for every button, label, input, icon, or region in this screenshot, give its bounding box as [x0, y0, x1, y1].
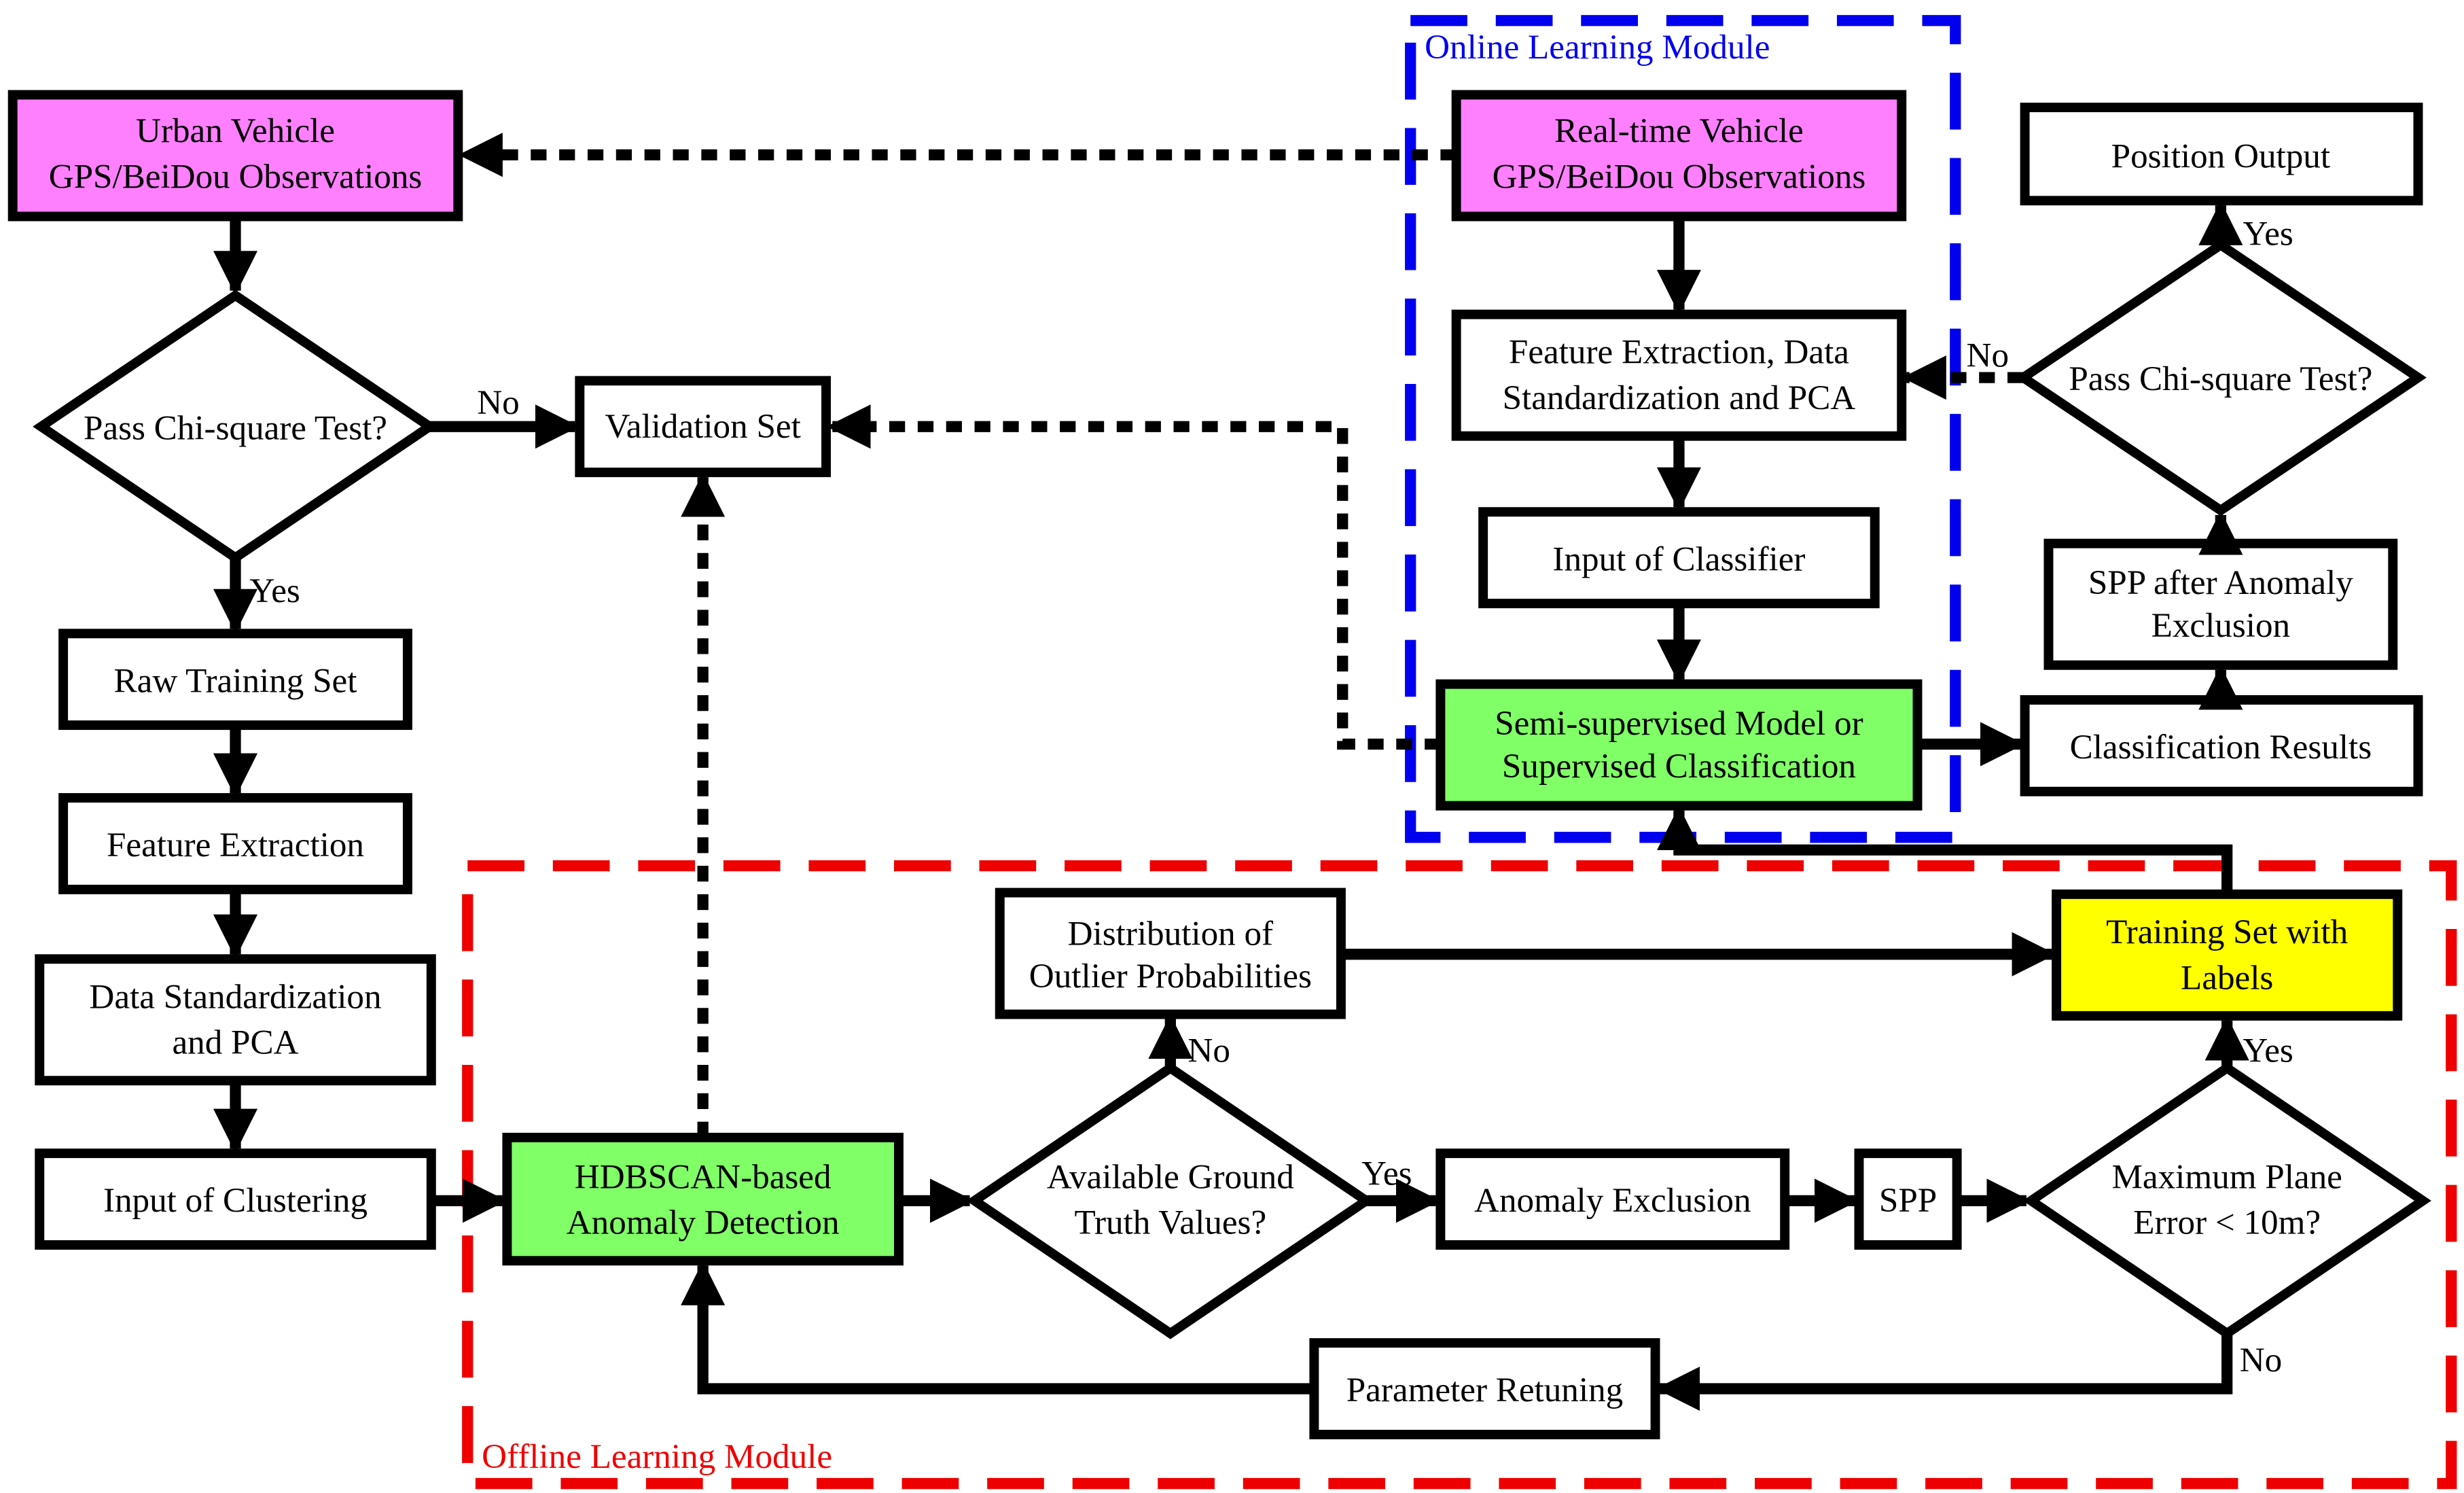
edge-semisup-to-validation	[826, 404, 1441, 750]
svg-text:Semi-supervised Model or: Semi-supervised Model or	[1495, 704, 1863, 743]
svg-text:Distribution of: Distribution of	[1068, 914, 1274, 953]
svg-text:GPS/BeiDou Observations: GPS/BeiDou Observations	[49, 158, 423, 196]
raw-training-set-box: Raw Training Set	[58, 629, 412, 731]
anomaly-exclusion-box: Anomaly Exclusion	[1435, 1148, 1790, 1250]
svg-text:Feature Extraction: Feature Extraction	[107, 826, 364, 864]
urban-observations-box: Urban Vehicle GPS/BeiDou Observations	[7, 90, 463, 222]
svg-text:Parameter Retuning: Parameter Retuning	[1346, 1371, 1623, 1409]
spp-after-exclusion-box: SPP after Anomaly Exclusion	[2043, 538, 2398, 670]
svg-text:Available Ground: Available Ground	[1047, 1157, 1294, 1196]
svg-text:HDBSCAN-based: HDBSCAN-based	[575, 1157, 832, 1196]
max-plane-error-diamond: Maximum Plane Error < 10m?	[2022, 1062, 2431, 1339]
input-of-classifier-box: Input of Classifier	[1478, 507, 1880, 609]
svg-text:Input of Clustering: Input of Clustering	[103, 1181, 368, 1220]
svg-text:Training Set with: Training Set with	[2106, 913, 2348, 951]
label-plane-yes: Yes	[2243, 1031, 2293, 1070]
svg-text:Truth Values?: Truth Values?	[1075, 1204, 1267, 1242]
svg-text:Supervised Classification: Supervised Classification	[1502, 747, 1856, 786]
label-chi-left-yes: Yes	[249, 572, 300, 610]
position-output-box: Position Output	[2020, 103, 2423, 206]
data-standardization-box: Data Standardization and PCA	[35, 954, 436, 1086]
classification-results-box: Classification Results	[2020, 695, 2423, 796]
svg-text:Urban Vehicle: Urban Vehicle	[136, 111, 335, 150]
offline-module-label: Offline Learning Module	[482, 1437, 832, 1476]
svg-text:Classification Results: Classification Results	[2070, 728, 2372, 767]
label-chi-right-no: No	[1967, 336, 2009, 374]
edge-retuning-to-hdbscan	[681, 1261, 1315, 1394]
svg-text:and PCA: and PCA	[172, 1023, 298, 1062]
svg-text:Feature Extraction, Data: Feature Extraction, Data	[1509, 333, 1849, 372]
svg-text:Outlier Probabilities: Outlier Probabilities	[1029, 957, 1312, 996]
label-ground-yes: Yes	[1361, 1155, 1412, 1193]
svg-text:Real-time Vehicle: Real-time Vehicle	[1554, 111, 1804, 150]
input-of-clustering-box: Input of Clustering	[35, 1148, 436, 1250]
label-chi-right-yes: Yes	[2243, 214, 2293, 253]
svg-text:Anomaly Detection: Anomaly Detection	[567, 1204, 840, 1242]
validation-set-box: Validation Set	[575, 376, 831, 478]
label-plane-no: No	[2240, 1341, 2282, 1380]
svg-text:Maximum Plane: Maximum Plane	[2111, 1157, 2342, 1196]
svg-text:Standardization and PCA: Standardization and PCA	[1503, 379, 1856, 417]
label-chi-left-no: No	[477, 383, 519, 422]
svg-text:Pass Chi-square Test?: Pass Chi-square Test?	[2069, 359, 2372, 398]
spp-box: SPP	[1854, 1148, 1962, 1250]
realtime-observations-box: Real-time Vehicle GPS/BeiDou Observation…	[1451, 90, 1907, 222]
svg-text:Position Output: Position Output	[2111, 137, 2330, 175]
svg-text:Exclusion: Exclusion	[2151, 606, 2290, 645]
svg-text:Labels: Labels	[2181, 958, 2273, 997]
semi-supervised-model-box: Semi-supervised Model or Supervised Clas…	[1435, 679, 1923, 811]
svg-text:SPP: SPP	[1879, 1181, 1937, 1220]
svg-text:SPP after Anomaly: SPP after Anomaly	[2088, 563, 2353, 602]
svg-text:Data Standardization: Data Standardization	[89, 977, 381, 1016]
online-module-label: Online Learning Module	[1425, 28, 1770, 67]
svg-text:Pass Chi-square Test?: Pass Chi-square Test?	[84, 408, 387, 447]
parameter-retuning-box: Parameter Retuning	[1309, 1338, 1660, 1439]
offline-module-border	[462, 860, 2457, 1490]
svg-text:Anomaly Exclusion: Anomaly Exclusion	[1474, 1181, 1751, 1220]
svg-text:Validation Set: Validation Set	[605, 407, 801, 446]
feature-data-pca-box: Feature Extraction, Data Standardization…	[1451, 309, 1907, 441]
chi-square-left-diamond: Pass Chi-square Test?	[33, 289, 438, 564]
hdbscan-box: HDBSCAN-based Anomaly Detection	[502, 1132, 904, 1266]
label-ground-no: No	[1188, 1031, 1230, 1070]
feature-extraction-box: Feature Extraction	[58, 793, 412, 894]
edge-training-to-semisup	[1656, 806, 2233, 894]
chi-square-right-diamond: Pass Chi-square Test?	[2014, 239, 2427, 516]
svg-text:GPS/BeiDou Observations: GPS/BeiDou Observations	[1493, 158, 1866, 196]
training-set-labels-box: Training Set with Labels	[2052, 889, 2403, 1021]
edge-plane-to-retuning	[1656, 1333, 2233, 1411]
outlier-distribution-box: Distribution of Outlier Probabilities	[995, 888, 1346, 1019]
ground-truth-diamond: Available Ground Truth Values?	[966, 1062, 1375, 1339]
svg-text:Raw Training Set: Raw Training Set	[114, 661, 357, 700]
svg-text:Input of Classifier: Input of Classifier	[1552, 540, 1805, 578]
svg-text:Error < 10m?: Error < 10m?	[2133, 1204, 2321, 1242]
